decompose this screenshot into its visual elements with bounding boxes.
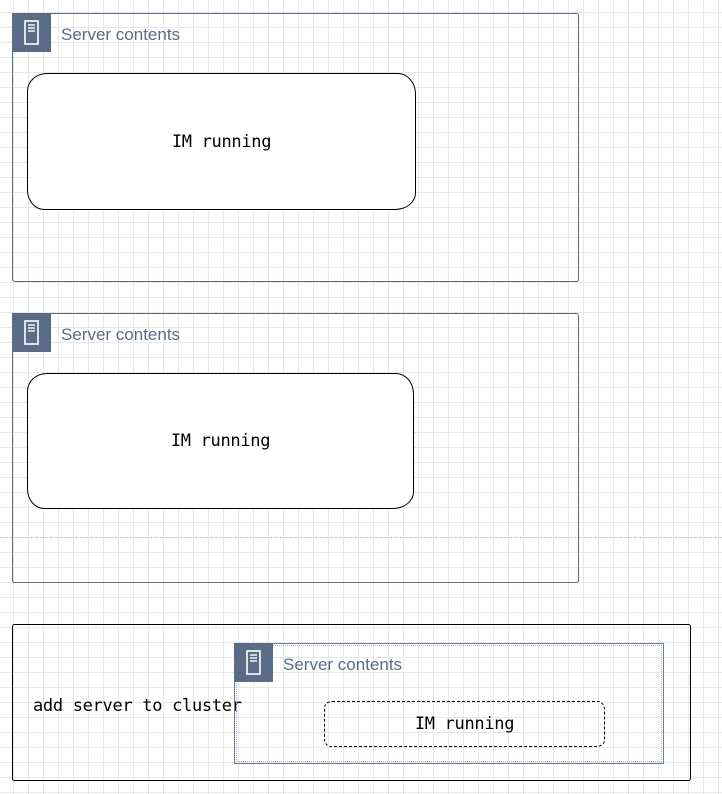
process-label: IM running xyxy=(171,131,272,152)
server-group-label: Server contents xyxy=(61,325,181,344)
server-icon xyxy=(234,643,273,682)
process-label: IM running xyxy=(170,431,271,451)
process-im-running[interactable]: IM running xyxy=(27,73,416,210)
server-group-label: Server contents xyxy=(61,25,181,44)
server-group-label: Server contents xyxy=(283,655,403,674)
server-group-1[interactable]: Server contents IM running xyxy=(12,13,579,282)
cluster-label: add server to cluster xyxy=(33,696,242,716)
server-icon xyxy=(12,13,51,52)
server-group-3[interactable]: Server contents IM running xyxy=(234,643,664,764)
process-im-running[interactable]: IM running xyxy=(27,373,414,509)
process-label: IM running xyxy=(414,714,515,734)
page-break-line xyxy=(0,537,722,538)
process-im-running[interactable]: IM running xyxy=(324,701,605,747)
cluster-box[interactable]: add server to cluster Server contents IM… xyxy=(12,624,691,781)
server-group-2[interactable]: Server contents IM running xyxy=(12,313,579,583)
server-icon xyxy=(12,313,51,352)
